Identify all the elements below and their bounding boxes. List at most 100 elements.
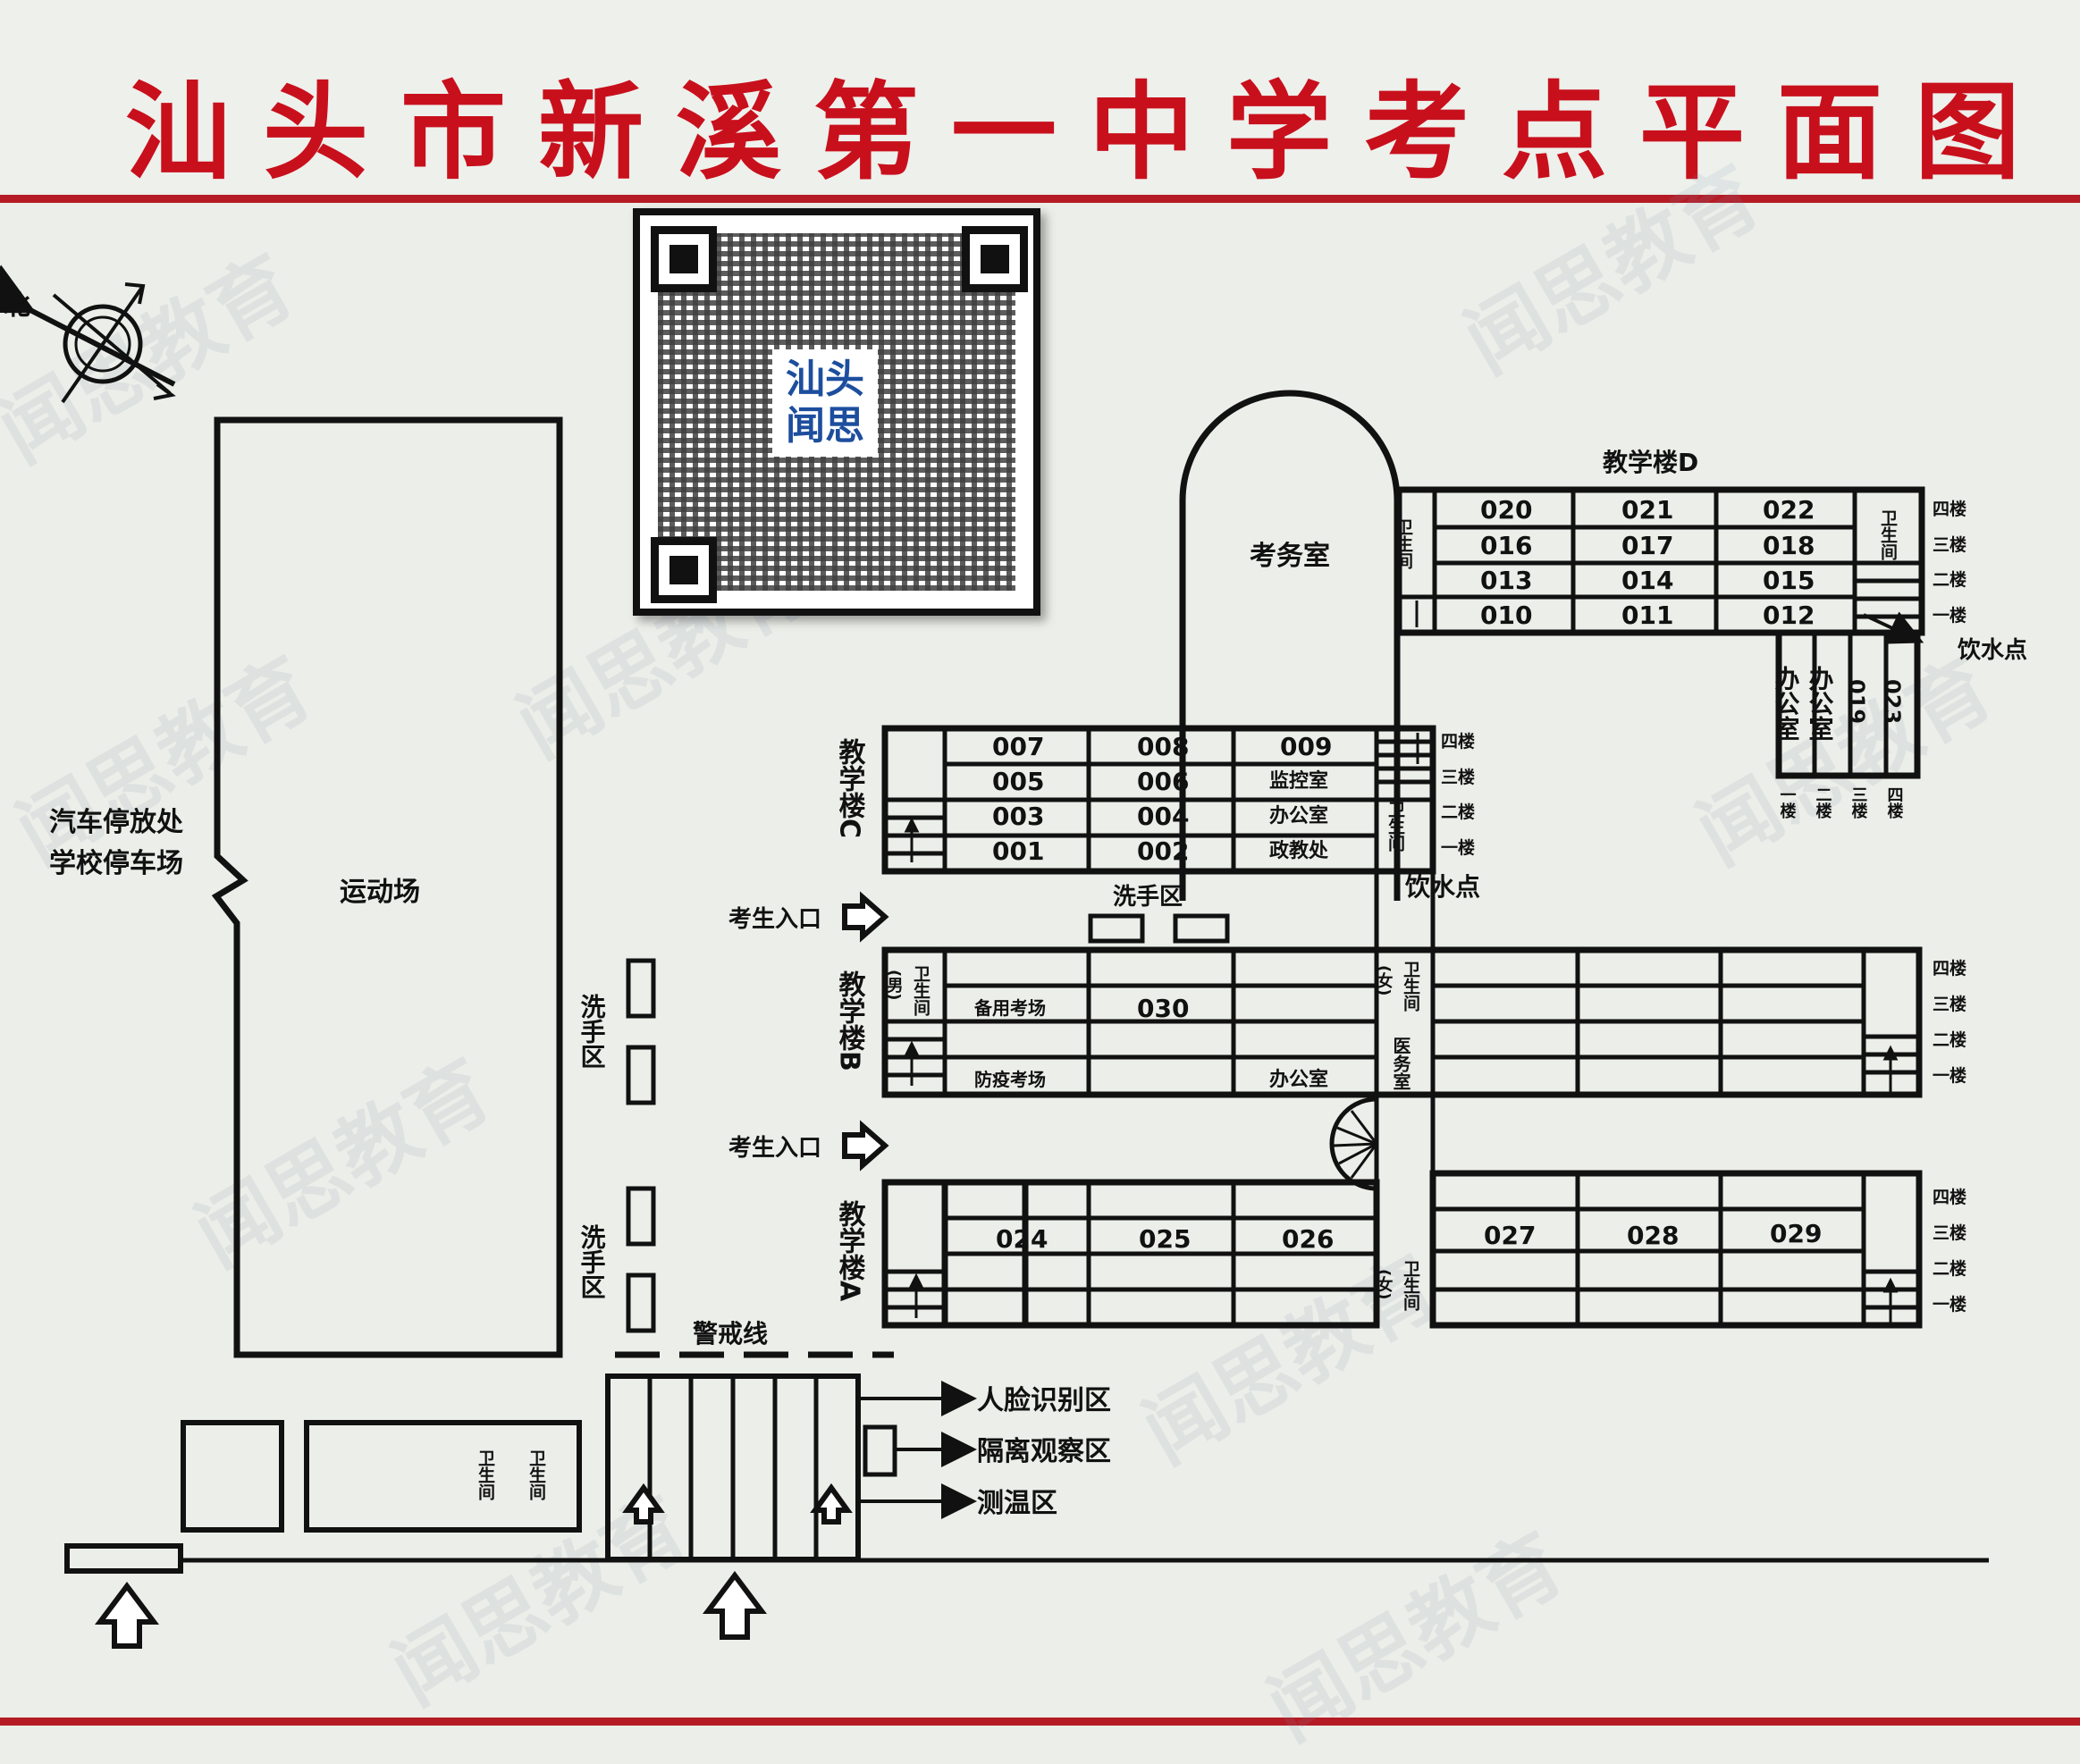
sports-field-label: 运动场 (340, 877, 420, 908)
floor-label: 一楼 (1778, 786, 1797, 819)
floor-label: 二楼 (1441, 802, 1475, 822)
page-title: 汕头市新溪第一中学考点平面图 (125, 71, 2053, 194)
floor-label: 一楼 (1933, 1065, 1966, 1086)
room-number: 009 (1280, 732, 1332, 761)
qr-finder (651, 226, 717, 292)
building-c-label: 教学楼C (834, 738, 866, 838)
up-arrow-icon (703, 1571, 767, 1640)
room-number: 021 (1621, 495, 1673, 525)
floor-label: 三楼 (1441, 767, 1475, 787)
checkpoint-label: 测温区 (977, 1488, 1057, 1519)
room-number: 001 (992, 836, 1044, 866)
qr-finder (651, 537, 717, 603)
qr-logo-line: 汕头 (786, 357, 864, 402)
checkpoint-label: 隔离观察区 (977, 1436, 1111, 1467)
floor-label: 一楼 (1933, 605, 1966, 626)
floor-label: 三楼 (1933, 1222, 1966, 1243)
entrance-label: 考生入口 (728, 906, 821, 933)
floor-label: 三楼 (1933, 994, 1966, 1014)
up-arrow-icon (810, 1483, 853, 1525)
room-number: 026 (1282, 1224, 1334, 1254)
building-a-label: 教学楼A (834, 1200, 866, 1302)
room-number: 013 (1480, 566, 1532, 595)
restroom-label: 卫生间 (1394, 518, 1413, 569)
room-number: 016 (1480, 531, 1532, 560)
restroom-label: 卫生间 (911, 965, 931, 1016)
restroom-label: 卫生间 (1401, 1260, 1420, 1311)
room-number: 010 (1480, 601, 1532, 630)
wash-stall (626, 1186, 656, 1247)
restroom-female-label: (女) (1375, 1269, 1394, 1299)
qr-code[interactable]: 汕头 闻思 (633, 208, 1040, 616)
floor-label: 一楼 (1441, 837, 1475, 858)
medical-room-label: 医务室 (1390, 1037, 1411, 1090)
bottom-rule (0, 1718, 2080, 1726)
room-number: 015 (1763, 566, 1815, 595)
wash-stall (1173, 913, 1230, 944)
wash-stall (1088, 913, 1145, 944)
top-rule (0, 195, 2080, 203)
room-number: 030 (1137, 994, 1189, 1023)
room-label: 办公室 (1269, 1068, 1328, 1091)
room-number: 019 (1844, 679, 1869, 724)
building-b (881, 946, 1923, 1098)
room-number: 012 (1763, 601, 1815, 630)
floor-label: 二楼 (1933, 569, 1966, 590)
room-number: 003 (992, 802, 1044, 831)
floor-label: 四楼 (1885, 786, 1904, 819)
restroom-label: 卫生间 (476, 1449, 495, 1500)
room-number: 006 (1137, 767, 1189, 796)
room-label: 备用考场 (973, 997, 1046, 1019)
sports-field (211, 416, 563, 1358)
room-number: 020 (1480, 495, 1532, 525)
exam-office-building (1179, 390, 1401, 901)
restroom-label: 卫生间 (1878, 509, 1898, 560)
entrance-arrow-icon (842, 891, 889, 943)
cordon-label: 警戒线 (693, 1319, 768, 1348)
floor-label: 四楼 (1933, 1187, 1966, 1207)
room-label: 防疫考场 (974, 1069, 1046, 1090)
room-number: 029 (1770, 1219, 1822, 1248)
floor-label: 二楼 (1814, 786, 1832, 819)
room-number: 011 (1621, 601, 1673, 630)
entrance-arrow-icon (842, 1120, 889, 1172)
restroom-female-label: (女) (1375, 965, 1394, 995)
compass-north-label: 北 (4, 290, 30, 322)
washing-area-label: 洗手区 (577, 1224, 607, 1299)
parking-label: 汽车停放处 (49, 807, 183, 838)
floor-label: 四楼 (1933, 958, 1966, 979)
up-arrow-icon (95, 1582, 159, 1649)
washing-area-label: 洗手区 (577, 994, 607, 1069)
floor-label: 二楼 (1933, 1029, 1966, 1050)
checkpoint-label: 人脸识别区 (977, 1385, 1111, 1416)
floor-label: 三楼 (1849, 786, 1868, 819)
building-c (881, 725, 1436, 875)
office-label: 办公室 (1772, 666, 1801, 741)
qr-logo: 汕头 闻思 (772, 349, 878, 457)
room-number: 018 (1763, 531, 1815, 560)
restroom-label: 卫生间 (1385, 801, 1405, 852)
office-label: 办公室 (1806, 666, 1835, 741)
floor-label: 一楼 (1933, 1294, 1966, 1315)
exam-office-label: 考务室 (1250, 541, 1330, 572)
room-label: 办公室 (1269, 804, 1328, 827)
room-number: 008 (1137, 732, 1189, 761)
title-bar: 汕头市新溪第一中学考点平面图 (0, 0, 2080, 194)
drinking-water-label: 饮水点 (1404, 872, 1480, 902)
qr-finder (962, 226, 1028, 292)
room-number: 014 (1621, 566, 1673, 595)
entrance-label: 考生入口 (728, 1135, 821, 1162)
wash-stall (626, 1045, 656, 1105)
room-number: 028 (1627, 1221, 1679, 1250)
drinking-water-label: 饮水点 (1957, 636, 2027, 664)
room-number: 027 (1484, 1221, 1536, 1250)
up-arrow-icon (622, 1483, 665, 1525)
restroom-label: 卫生间 (1401, 961, 1420, 1012)
floor-label: 四楼 (1441, 731, 1475, 752)
room-label: 政教处 (1269, 839, 1328, 862)
washing-area-label: 洗手区 (1113, 884, 1183, 911)
room-number: 017 (1621, 531, 1673, 560)
room-number: 004 (1137, 802, 1189, 831)
building-d-label: 教学楼D (1603, 448, 1698, 477)
